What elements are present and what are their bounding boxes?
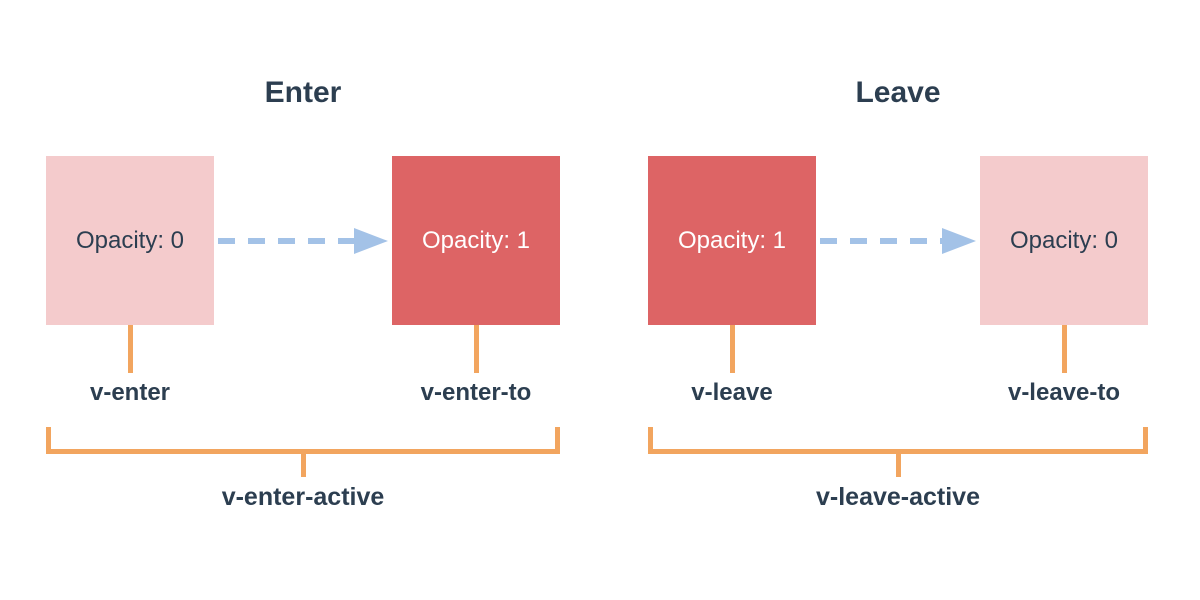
transition-arrow bbox=[218, 228, 388, 254]
class-label-from: v-leave bbox=[691, 379, 773, 406]
bracket-stem bbox=[895, 449, 901, 477]
opacity-label: Opacity: 1 bbox=[677, 226, 787, 254]
active-class-label: v-enter-active bbox=[221, 483, 385, 511]
opacity-label: Opacity: 1 bbox=[421, 226, 531, 254]
arrowhead-icon bbox=[354, 228, 388, 254]
panel-title: Leave bbox=[855, 76, 941, 109]
opacity-label: Opacity: 0 bbox=[75, 226, 185, 254]
arrowhead-icon bbox=[942, 228, 976, 254]
state-box-to: Opacity: 1 bbox=[392, 156, 560, 325]
class-label-from: v-enter bbox=[89, 379, 171, 406]
state-box-from: Opacity: 0 bbox=[46, 156, 214, 325]
state-box-to: Opacity: 0 bbox=[980, 156, 1148, 325]
class-label-to: v-enter-to bbox=[420, 379, 532, 406]
enter-panel: Enter Opacity: 0 Opacity: 1 v-enter v-en… bbox=[46, 0, 560, 600]
connector-line-to bbox=[473, 325, 479, 373]
active-class-label: v-leave-active bbox=[815, 483, 980, 511]
state-box-from: Opacity: 1 bbox=[648, 156, 816, 325]
leave-panel: Leave Opacity: 1 Opacity: 0 v-leave v-le… bbox=[648, 0, 1148, 600]
panel-title: Enter bbox=[264, 76, 342, 109]
bracket-end-right bbox=[555, 427, 560, 454]
transition-arrow bbox=[820, 228, 976, 254]
connector-line-to bbox=[1061, 325, 1067, 373]
connector-line-from bbox=[729, 325, 735, 373]
bracket-end-left bbox=[648, 427, 653, 454]
opacity-label: Opacity: 0 bbox=[1009, 226, 1119, 254]
bracket-end-right bbox=[1143, 427, 1148, 454]
bracket-stem bbox=[300, 449, 306, 477]
bracket-end-left bbox=[46, 427, 51, 454]
class-label-to: v-leave-to bbox=[1007, 379, 1121, 406]
connector-line-from bbox=[127, 325, 133, 373]
